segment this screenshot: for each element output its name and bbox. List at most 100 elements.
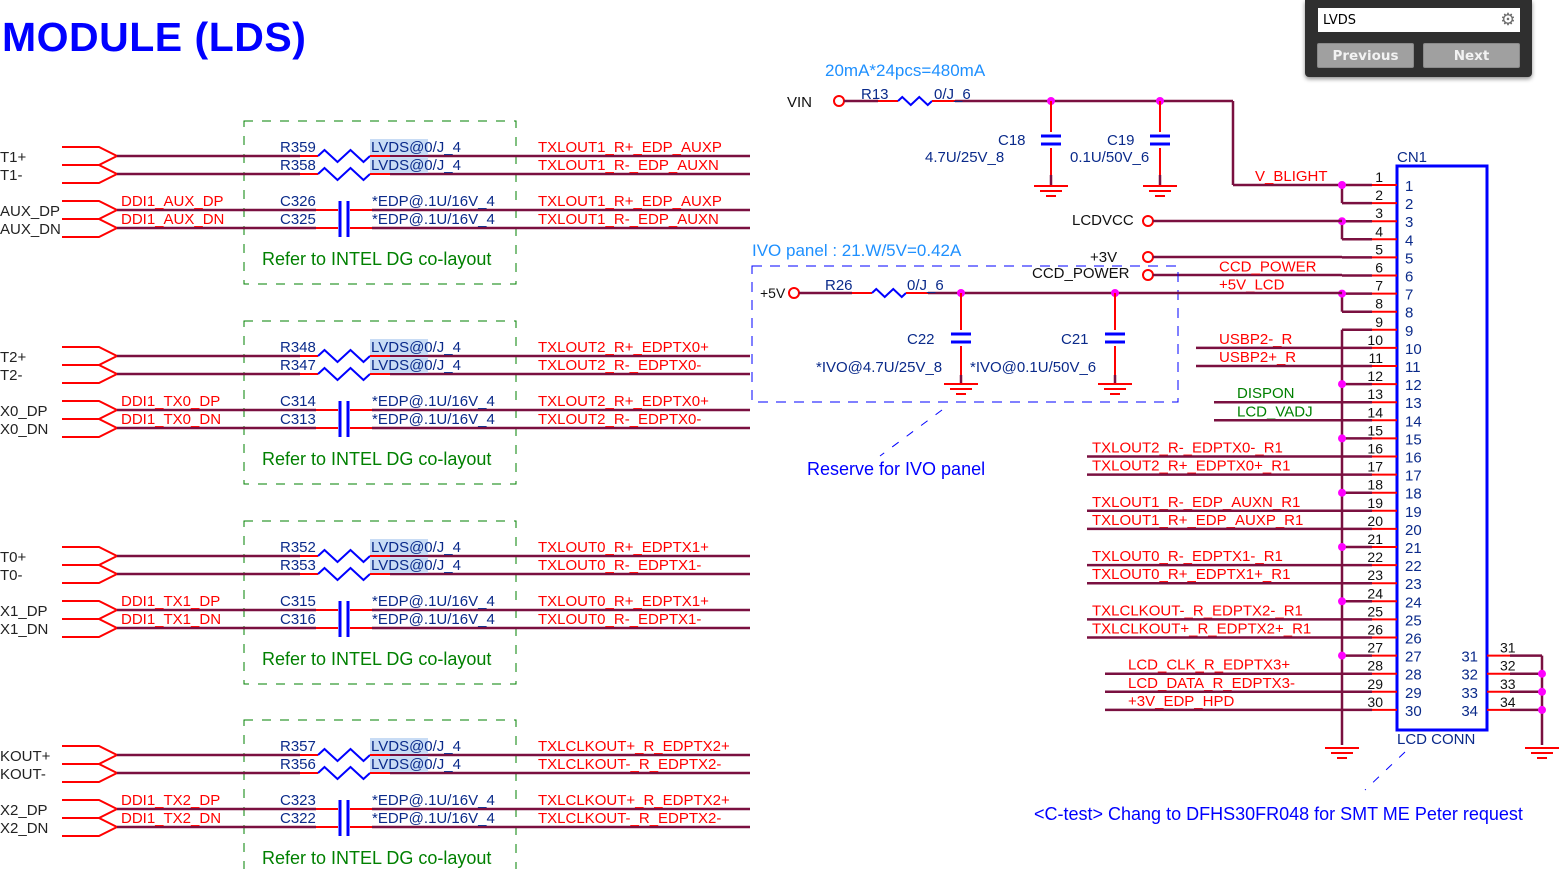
power-port-label: LCDVCC xyxy=(1072,212,1134,229)
port-label: AUX_DN xyxy=(0,221,61,238)
capacitor-ref: C313 xyxy=(280,411,316,428)
ivo-note: IVO panel : 21.W/5V=0.42A xyxy=(752,241,962,260)
resistor-ref: R348 xyxy=(280,339,316,356)
net-label: TXLCLKOUT+_R_EDPTX2+ xyxy=(538,738,730,755)
net-label: DDI1_TX0_DN xyxy=(121,411,221,428)
find-input-box: ⚙ xyxy=(1318,8,1520,32)
pin-inner-number: 20 xyxy=(1405,522,1422,539)
pin-inner-number: 24 xyxy=(1405,594,1422,611)
resistor-value: LVDS@0/J_4 xyxy=(371,539,461,556)
resistor-icon xyxy=(317,566,371,582)
junction-dot xyxy=(1338,181,1346,189)
net-label: DDI1_AUX_DN xyxy=(121,211,224,228)
resistor-value: LVDS@0/J_4 xyxy=(371,339,461,356)
connector-net-label: CCD_POWER xyxy=(1219,259,1317,276)
capacitor-value: *EDP@.1U/16V_4 xyxy=(372,411,495,428)
pin-inner-number: 11 xyxy=(1405,359,1421,376)
connector-net-label: USBP2-_R xyxy=(1219,331,1293,348)
pin-inner-number: 8 xyxy=(1405,305,1413,322)
pin-number: 4 xyxy=(1375,223,1383,239)
connector-net-label: TXLOUT1_R+_EDP_AUXP_R1 xyxy=(1092,512,1303,529)
capacitor-ref: C21 xyxy=(1061,331,1089,348)
search-highlight xyxy=(370,539,428,555)
pin-inner-number: 27 xyxy=(1405,649,1422,666)
capacitor-ref: C314 xyxy=(280,393,316,410)
net-label: DDI1_TX0_DP xyxy=(121,393,220,410)
port-label: T2- xyxy=(0,367,23,384)
port-label: X2_DN xyxy=(0,820,48,837)
pin-inner-number: 4 xyxy=(1405,232,1413,249)
gear-icon[interactable]: ⚙ xyxy=(1500,10,1516,29)
pin-inner-number: 34 xyxy=(1461,703,1478,720)
junction-dot xyxy=(1338,543,1346,551)
port-label: X1_DN xyxy=(0,621,48,638)
capacitor-ref: C316 xyxy=(280,611,316,628)
off-page-connector-icon xyxy=(62,200,120,220)
pin-inner-number: 5 xyxy=(1405,250,1413,267)
pin-inner-number: 15 xyxy=(1405,431,1422,448)
connector-net-label: LCD_VADJ xyxy=(1237,403,1313,420)
net-label: TXLOUT0_R+_EDPTX1+ xyxy=(538,593,709,610)
search-highlight xyxy=(370,557,428,573)
off-page-connector-icon xyxy=(62,418,120,438)
connector-net-label: TXLOUT2_R-_EDPTX0-_R1 xyxy=(1092,440,1283,457)
previous-button[interactable]: Previous xyxy=(1317,43,1414,68)
pin-number: 6 xyxy=(1375,260,1383,276)
connector-net-label: TXLOUT0_R-_EDPTX1-_R1 xyxy=(1092,548,1283,565)
net-label: TXLOUT0_R+_EDPTX1+ xyxy=(538,539,709,556)
pin-inner-number: 2 xyxy=(1405,196,1413,213)
resistor-ref: R357 xyxy=(280,738,316,755)
capacitor-value: *EDP@.1U/16V_4 xyxy=(372,611,495,628)
pin-inner-number: 16 xyxy=(1405,450,1422,467)
net-label: TXLOUT1_R+_EDP_AUXP xyxy=(538,139,722,156)
port-label: KOUT+ xyxy=(0,748,51,765)
pin-number: 12 xyxy=(1367,368,1383,384)
pin-inner-number: 31 xyxy=(1461,649,1478,666)
power-port-icon xyxy=(1142,215,1154,227)
leader-line xyxy=(1364,751,1406,791)
pin-inner-number: 3 xyxy=(1405,214,1413,231)
port-label: X0_DP xyxy=(0,403,48,420)
pin-number: 21 xyxy=(1367,531,1383,547)
net-label: DDI1_TX2_DN xyxy=(121,810,221,827)
pin-number: 29 xyxy=(1367,676,1383,692)
power-port-icon xyxy=(833,95,845,107)
pin-inner-number: 14 xyxy=(1405,413,1422,430)
port-label: X0_DN xyxy=(0,421,48,438)
port-label: T1+ xyxy=(0,149,27,166)
net-label: DDI1_TX2_DP xyxy=(121,792,220,809)
resistor-icon xyxy=(317,348,371,364)
net-label: DDI1_TX1_DP xyxy=(121,593,220,610)
off-page-connector-icon xyxy=(62,146,120,166)
connector-net-label: TXLCLKOUT+_R_EDPTX2+_R1 xyxy=(1092,621,1311,638)
junction-dot xyxy=(1538,669,1546,678)
pin-number: 19 xyxy=(1367,495,1383,511)
junction-dot xyxy=(1338,651,1346,660)
net-label: TXLOUT1_R-_EDP_AUXN xyxy=(538,211,719,228)
pin-inner-number: 26 xyxy=(1405,631,1422,648)
capacitor-value: 0.1U/50V_6 xyxy=(1070,149,1149,166)
find-search-input[interactable] xyxy=(1318,8,1493,32)
connector-net-label: LCD_CLK_R_EDPTX3+ xyxy=(1128,657,1290,674)
pin-number: 8 xyxy=(1375,296,1383,312)
resistor-icon xyxy=(317,166,371,182)
resistor-icon xyxy=(897,95,933,107)
next-button[interactable]: Next xyxy=(1423,43,1520,68)
capacitor-value: *IVO@0.1U/50V_6 xyxy=(970,359,1096,376)
pin-number: 26 xyxy=(1367,622,1383,638)
pin-number: 5 xyxy=(1375,241,1383,257)
port-label: AUX_DP xyxy=(0,203,60,220)
pin-number: 15 xyxy=(1367,422,1383,438)
resistor-value: LVDS@0/J_4 xyxy=(371,357,461,374)
pin-number: 9 xyxy=(1375,314,1383,330)
capacitor-value: *EDP@.1U/16V_4 xyxy=(372,193,495,210)
capacitor-ref: C322 xyxy=(280,810,316,827)
pin-number: 1 xyxy=(1375,169,1383,185)
power-port-icon xyxy=(788,287,800,299)
capacitor-ref: C325 xyxy=(280,211,316,228)
pin-number: 10 xyxy=(1367,332,1383,348)
pin-number: 23 xyxy=(1367,567,1383,583)
port-label: X1_DP xyxy=(0,603,48,620)
net-label: TXLOUT1_R-_EDP_AUXN xyxy=(538,157,719,174)
pin-number: 18 xyxy=(1367,477,1383,493)
